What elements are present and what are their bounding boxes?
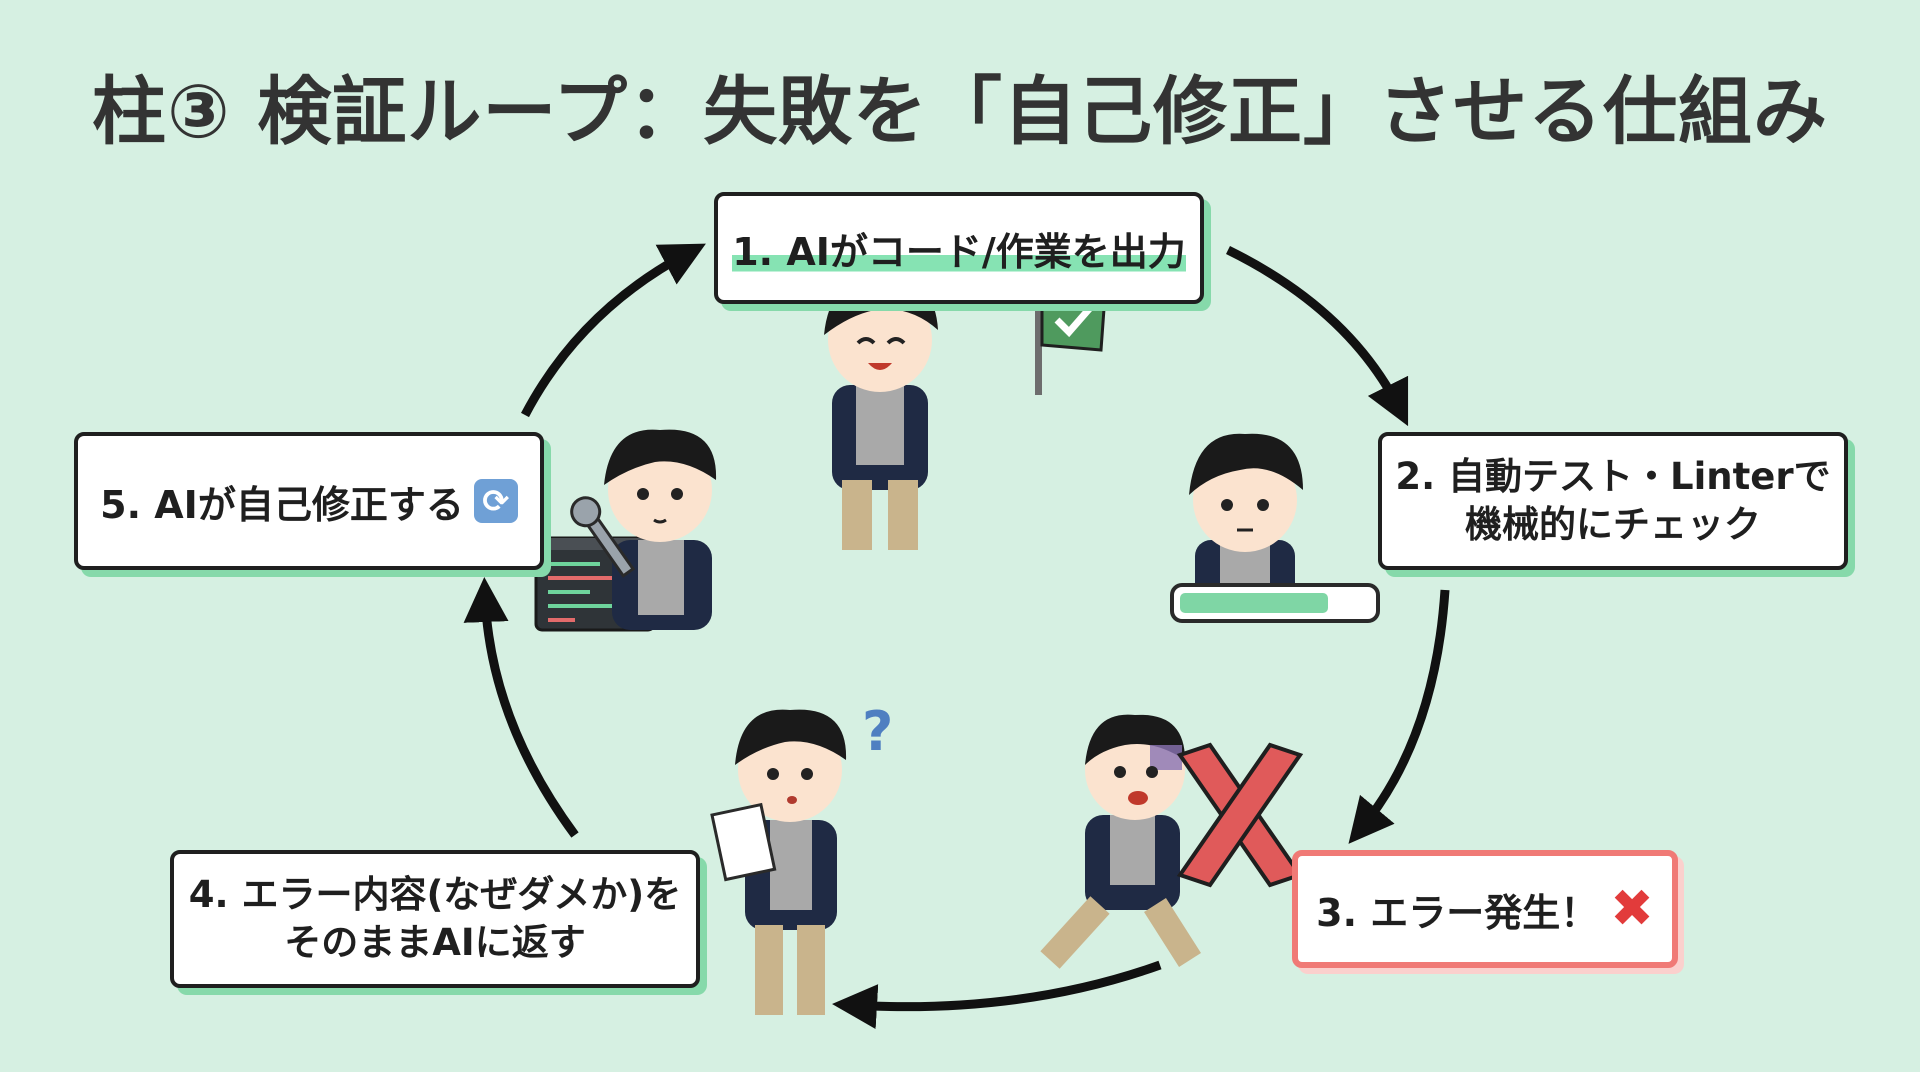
- step-5-label: 5. AIが自己修正する: [100, 482, 464, 527]
- character-confused: [735, 709, 847, 1015]
- page-title: 柱③ 検証ループ：失敗を「自己修正」させる仕組み: [92, 69, 1828, 155]
- refresh-icon: ⟳: [473, 479, 518, 523]
- step-4-label-line1: 4. エラー内容(なぜダメか)を: [188, 872, 682, 916]
- step-3-box: 3. エラー発生！ ✖: [1292, 850, 1678, 968]
- step-5-box: 5. AIが自己修正する ⟳: [74, 432, 544, 570]
- step-1-box: 1. AIがコード/作業を出力: [714, 192, 1204, 304]
- step-4-label-line2: そのままAIに返す: [284, 921, 586, 964]
- step-2-label-line2: 機械的にチェック: [1465, 503, 1761, 546]
- step-2-box: 2. 自動テスト・Linterで 機械的にチェック: [1378, 432, 1848, 570]
- x-icon: ✖: [1610, 879, 1654, 939]
- arrow-2-to-3: [1348, 589, 1450, 844]
- paper-icon: [710, 802, 777, 882]
- progress-bar-icon: [1170, 583, 1380, 623]
- arrow-3-to-4: [832, 960, 1162, 1030]
- step-4-box: 4. エラー内容(なぜダメか)を そのままAIに返す: [170, 850, 700, 988]
- step-3-label: 3. エラー発生！: [1316, 890, 1599, 935]
- character-checking: [1189, 433, 1303, 600]
- wrench-icon: [570, 496, 636, 578]
- step-2-label-line1: 2. 自動テスト・Linterで: [1395, 454, 1831, 498]
- arrow-5-to-1: [521, 243, 706, 418]
- character-cheering: [824, 276, 938, 550]
- arrow-4-to-5: [463, 577, 579, 838]
- step-1-label: 1. AIがコード/作業を出力: [732, 220, 1186, 276]
- question-icon: ?: [862, 700, 893, 763]
- x-icon: [1176, 742, 1304, 888]
- arrow-1-to-2: [1226, 245, 1409, 427]
- character-fixing: [604, 429, 717, 630]
- character-panicking: [1040, 714, 1201, 969]
